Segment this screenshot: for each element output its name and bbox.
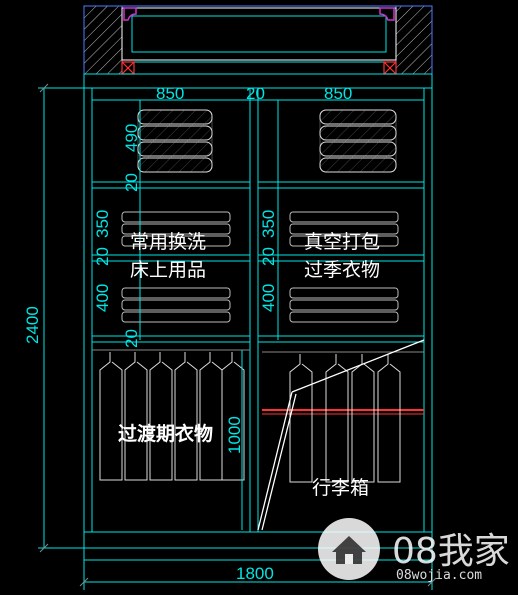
dim-shelf-thickness-3: 20 bbox=[122, 329, 141, 348]
label-left-shelf-line2: 床上用品 bbox=[130, 259, 206, 281]
folded-clothes-left bbox=[137, 109, 213, 173]
watermark-brand: 08我家 bbox=[392, 531, 510, 572]
label-right-hanging: 行李箱 bbox=[312, 477, 369, 499]
watermark: 08我家 08wojia.com bbox=[318, 518, 514, 592]
wardrobe-body bbox=[83, 73, 433, 561]
label-right-shelf-line1: 真空打包 bbox=[304, 231, 380, 253]
label-right-shelf-line2: 过季衣物 bbox=[304, 259, 380, 281]
dim-total-width: 1800 bbox=[236, 564, 274, 583]
top-cabinet bbox=[83, 5, 433, 75]
label-left-shelf-line1: 常用换洗 bbox=[130, 231, 206, 253]
right-cornice-ornament bbox=[379, 7, 395, 21]
watermark-url: 08wojia.com bbox=[396, 568, 483, 583]
dim-compartment-2-right: 400 bbox=[259, 284, 278, 312]
dim-compartment-2-left: 400 bbox=[93, 284, 112, 312]
luggage-outline bbox=[257, 339, 425, 531]
left-red-cross bbox=[121, 61, 135, 75]
vacuum-bags-right bbox=[289, 211, 399, 323]
dim-shelf-thickness-2: 20 bbox=[93, 247, 112, 266]
dim-top-right-width: 850 bbox=[324, 84, 352, 103]
left-cornice-ornament bbox=[123, 7, 137, 21]
dim-shelf-thickness-4: 20 bbox=[259, 247, 278, 266]
dim-shelf-thickness-1: 20 bbox=[122, 173, 141, 192]
dimension-ticks bbox=[39, 83, 437, 587]
dim-folded-height: 490 bbox=[122, 124, 141, 152]
home-logo-icon bbox=[318, 518, 380, 580]
right-red-cross bbox=[383, 61, 397, 75]
dim-compartment-1-right: 350 bbox=[259, 210, 278, 238]
hanging-garments-left bbox=[99, 352, 245, 481]
dim-top-left-width: 850 bbox=[156, 84, 184, 103]
folded-clothes-right bbox=[319, 109, 397, 173]
dim-compartment-1-left: 350 bbox=[93, 210, 112, 238]
bedding-stack-left bbox=[121, 211, 231, 323]
dim-total-height: 2400 bbox=[23, 306, 42, 344]
hanging-garments-right bbox=[289, 354, 401, 483]
left-hatched-wall bbox=[83, 5, 123, 75]
right-hatched-wall bbox=[395, 5, 433, 75]
dim-top-gap: 20 bbox=[246, 84, 265, 103]
dim-hanging-height: 1000 bbox=[225, 416, 244, 454]
label-left-hanging: 过渡期衣物 bbox=[118, 422, 213, 445]
dimension-lines bbox=[38, 87, 433, 590]
